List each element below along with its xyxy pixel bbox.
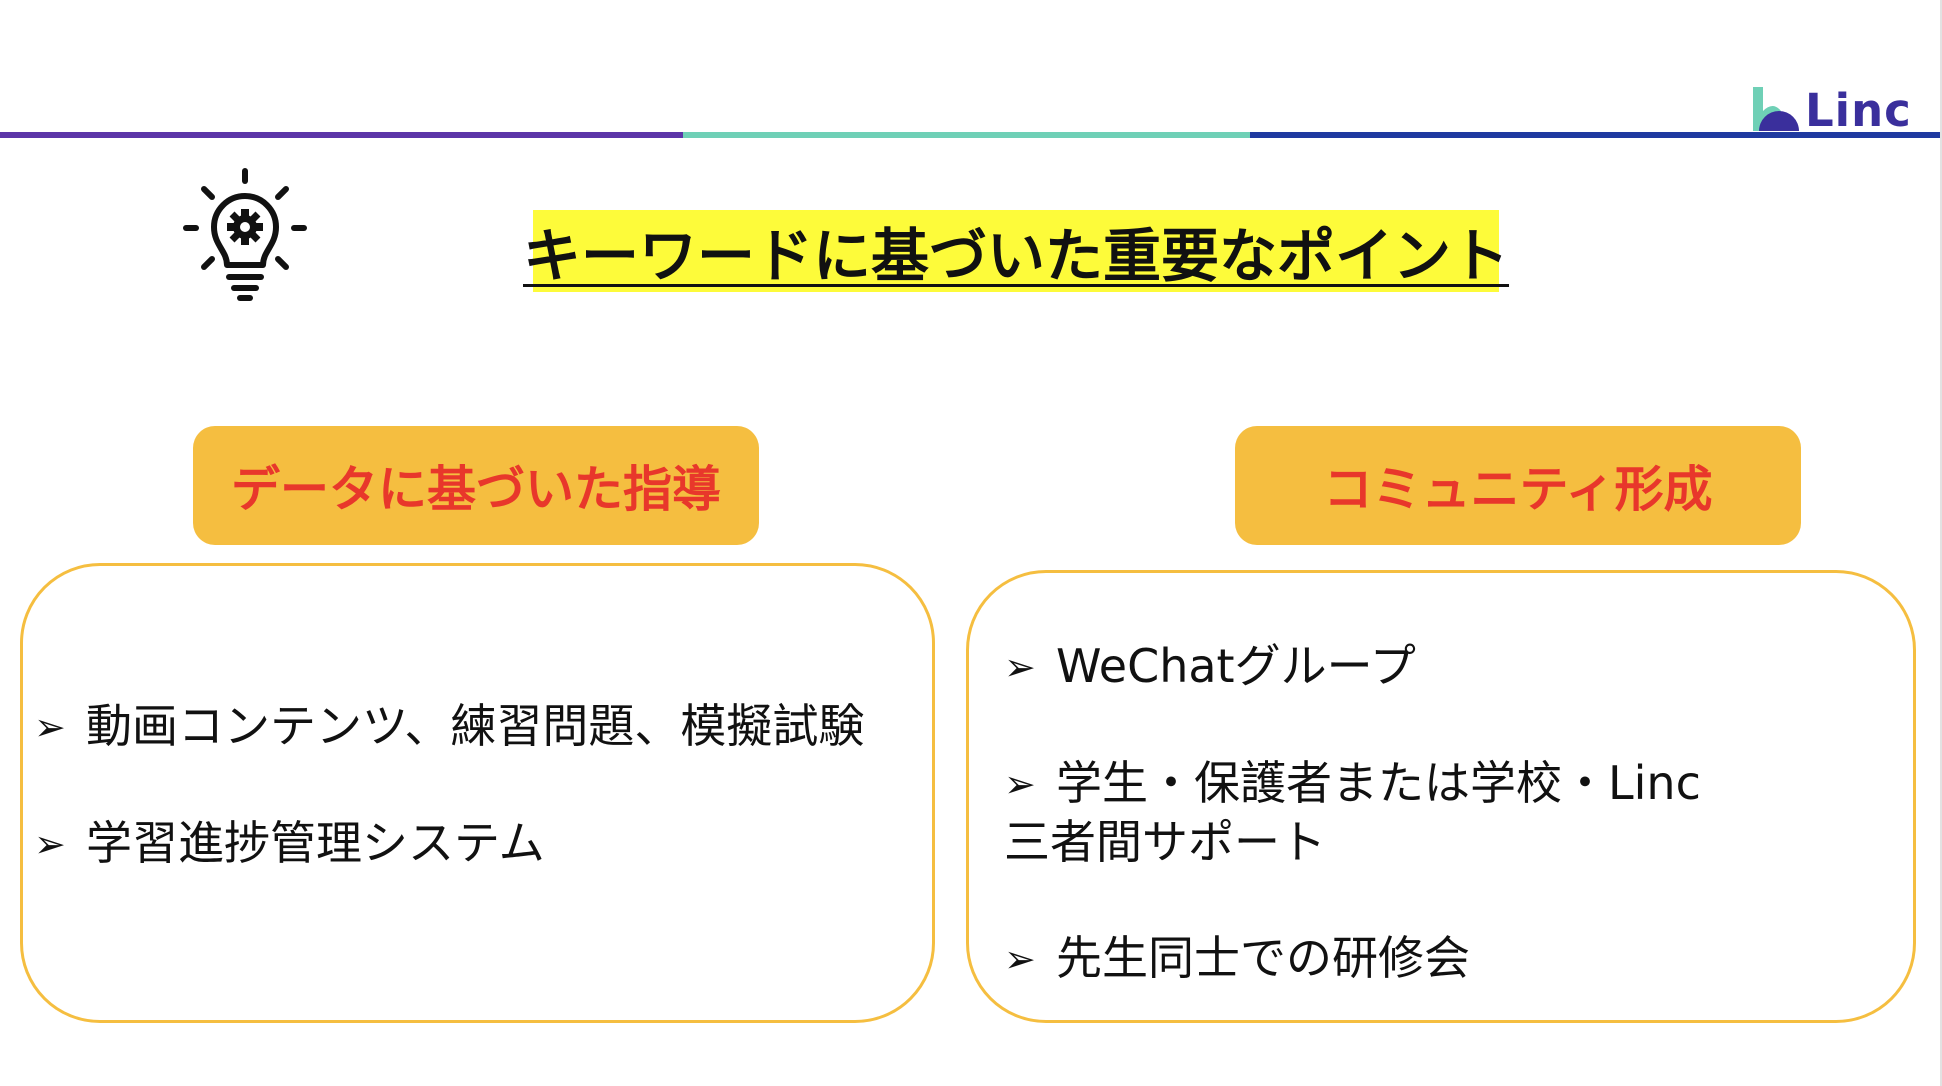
list-item: ➢ 先生同士での研修会 — [1004, 929, 1470, 988]
section-heading-community-text: コミュニティ形成 — [1323, 461, 1713, 518]
list-item-text: 先生同士での研修会 — [1056, 931, 1470, 985]
list-item: ➢ 動画コンテンツ、練習問題、模擬試験 — [34, 697, 864, 756]
list-item-text: 学習進捗管理システム — [86, 816, 545, 870]
section-heading-data-guidance-text: データに基づいた指導 — [230, 461, 721, 518]
header-stripe-purple — [0, 132, 683, 138]
section-heading-community: コミュニティ形成 — [1235, 426, 1801, 545]
slide-edge — [1940, 0, 1942, 1086]
list-item-text: 動画コンテンツ、練習問題、模擬試験 — [86, 699, 865, 753]
list-item: ➢ 学習進捗管理システム — [34, 814, 545, 873]
list-item-text: WeChatグループ — [1056, 639, 1416, 693]
page-title: キーワードに基づいた重要なポイント — [523, 210, 1509, 292]
data-guidance-box — [20, 563, 935, 1023]
list-item: ➢ WeChatグループ — [1004, 637, 1416, 696]
bullet-arrow-icon: ➢ — [34, 705, 66, 749]
lightbulb-gear-icon — [183, 168, 307, 301]
bullet-arrow-icon: ➢ — [34, 822, 66, 866]
list-item-text-continued: 三者間サポート — [1004, 815, 1326, 869]
list-item: ➢ 学生・保護者または学校・Linc 三者間サポート — [1004, 754, 1701, 871]
linc-logo-text: Linc — [1805, 84, 1912, 137]
page-title-text: キーワードに基づいた重要なポイント — [523, 222, 1510, 290]
bullet-arrow-icon: ➢ — [1004, 645, 1036, 689]
linc-logo: Linc — [1751, 83, 1912, 133]
linc-logo-mark-icon — [1753, 87, 1799, 131]
bullet-arrow-icon: ➢ — [1004, 937, 1036, 981]
list-item-text: 学生・保護者または学校・Linc — [1056, 756, 1701, 810]
header-stripe-teal — [683, 132, 1250, 138]
section-heading-data-guidance: データに基づいた指導 — [193, 426, 759, 545]
community-box — [966, 570, 1916, 1023]
bullet-arrow-icon: ➢ — [1004, 762, 1036, 806]
header-stripe-blue — [1250, 132, 1940, 138]
